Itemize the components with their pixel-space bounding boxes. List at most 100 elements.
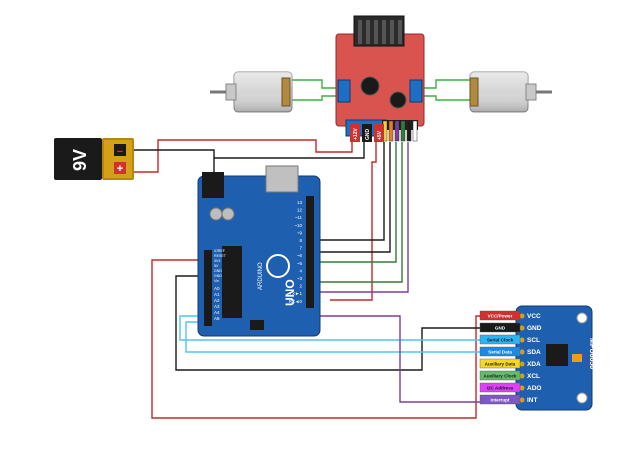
mpu-tag-label: Serial Data [488,350,512,355]
mpu-pin-label: SDA [527,349,541,356]
digital-pin-label: 8 [299,238,302,243]
battery-9v: 9V − + [54,138,134,180]
mpu-model: MPU6050 [588,338,595,369]
mpu-tag [479,322,521,333]
analog-pin-label: A5 [214,316,220,321]
mpu-tag [479,394,521,405]
mpu-tag-label: Auxiliary Data [485,362,516,367]
dc-motor-right [469,71,552,113]
arduino-model: UNO [283,279,297,306]
mpu-pin-label: GND [527,325,542,332]
wire-ctrl-3 [318,142,397,263]
battery-label: 9V [70,149,90,171]
power-pin-label: 3V3 [214,259,220,263]
wire-driver-gnd [214,142,365,159]
control-pin [400,120,406,142]
mpu-pin-label: ADO [527,385,541,392]
wire-battery-negative [133,149,215,175]
control-pin [412,120,418,142]
arduino-logo [266,254,290,278]
driver-power-label: +12V [353,128,359,140]
wire-motor-left-b [290,95,336,101]
wire-motor-right-a [424,79,470,89]
digital-pin-label: ~11 [295,215,303,220]
mpu-tag-label: VCC/Power [488,314,513,319]
mpu-pin-label: XDA [527,361,541,368]
analog-pin-label: A1 [214,292,220,297]
power-pin-label: Vin [214,279,219,283]
control-pin [394,120,400,142]
wire-5v [330,142,377,301]
wire-mpu-vcc [151,259,480,419]
digital-pin-label: ~6 [297,253,303,258]
mpu-tag [479,346,521,357]
analog-pin-label: A2 [214,298,220,303]
analog-pin-label: A4 [214,310,220,315]
arduino-brand: ARDUINO [258,262,264,290]
mpu-tag [479,310,521,321]
icsp-header [250,320,264,330]
mpu-pin-label: SCL [527,337,540,344]
wire-motor-left-a [290,79,336,89]
digital-pin-label: RX◄0 [289,299,303,304]
wire-mpu-scl [179,315,480,341]
digital-pin-label: 13 [297,200,303,205]
power-pin-label: 5V [214,264,219,268]
mpu-pin-hole [519,397,525,403]
power-analog-header [204,250,212,326]
mpu-tag-label: I2C Address [487,386,514,391]
power-jack [202,172,224,198]
digital-header [306,196,314,308]
motor-driver-board: +12V GND +5V [335,15,425,142]
control-pins [382,120,418,142]
wire-battery-positive [133,139,353,173]
mpu-tag-label: GND [495,326,506,331]
wire-motor-right-b [424,95,470,101]
mpu-pin-hole [519,313,525,319]
digital-pin-label: 12 [297,208,303,213]
battery-negative-terminal [114,144,126,156]
mpu-tag [479,334,521,345]
wire-ctrl-4 [318,142,403,283]
digital-pin-label: 4 [299,268,302,273]
mpu-tag [479,358,521,369]
driver-power-pin [374,124,384,142]
mpu-pin-hole [519,385,525,391]
battery-plus: + [117,163,123,175]
wire-mpu-gnd [175,275,480,371]
mpu-pin-label: INT [527,397,538,404]
power-pin-label: GND [214,274,222,278]
mpu-pin-hole [519,337,525,343]
wire-ctrl-2 [318,142,391,253]
digital-pin-label: ~3 [297,276,303,281]
driver-power-labels: +12V GND +5V [350,124,384,142]
battery-positive-terminal [114,162,126,174]
digital-pin-label: ~5 [297,261,303,266]
driver-power-label: +5V [377,130,383,140]
mpu-pin-hole [519,349,525,355]
control-pin [406,120,412,142]
mpu-pin-hole [519,361,525,367]
mpu-tag-label: Auxiliary Clock [483,374,517,379]
wire-mpu-int [318,315,480,403]
driver-power-label: GND [365,129,371,141]
analog-pin-label: A0 [214,286,220,291]
wire-mpu-sda [185,321,480,353]
motor-terminal-right [409,79,423,103]
mpu-tag [479,382,521,393]
digital-pin-label: TX►1 [289,291,302,296]
mpu-tag [479,370,521,381]
mpu-chip [546,344,568,366]
digital-pin-label: ~10 [294,223,302,228]
atmega-chip [222,246,242,318]
wire-ctrl-5 [318,142,409,293]
power-pin-label: IOREF [214,249,226,253]
power-pin-label: GND [214,269,222,273]
digital-pin-label: 2 [299,284,302,289]
